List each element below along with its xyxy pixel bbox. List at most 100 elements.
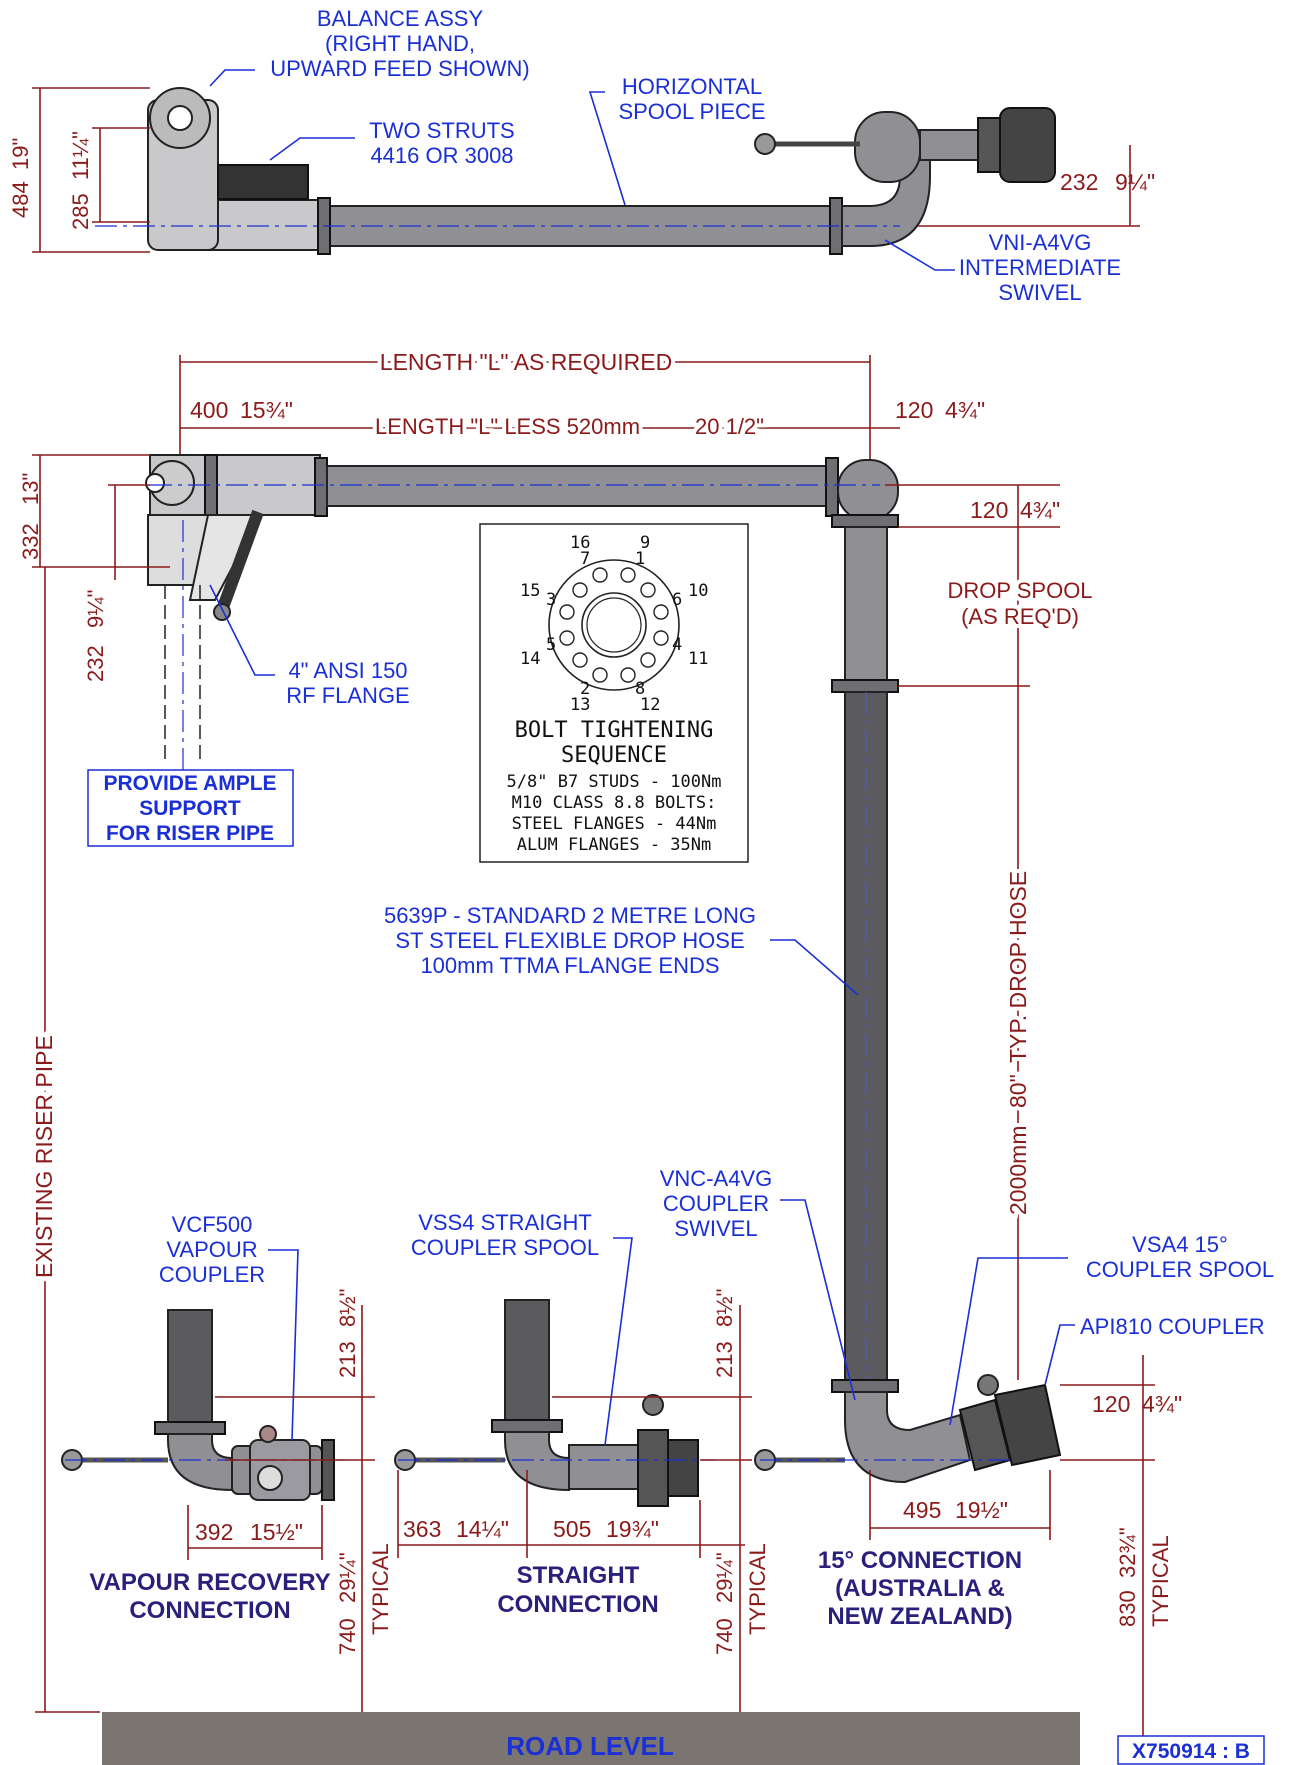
bolt-title-line2: SEQUENCE <box>561 743 667 768</box>
vapour-hose <box>167 1309 213 1426</box>
drop-hose-typ: TYP. DROP HOSE <box>1005 871 1031 1063</box>
dim-363: 363 <box>403 1516 441 1542</box>
straight-title-line1: STRAIGHT <box>517 1562 640 1589</box>
typical-a: TYPICAL <box>368 1543 393 1635</box>
dim-120-c: 120 <box>1092 1391 1130 1417</box>
length-less-label: LENGTH "L" LESS 520mm <box>375 414 640 439</box>
flange-label-line1: 4" ANSI 150 <box>288 658 407 683</box>
dim-232-side: 232 <box>83 645 108 682</box>
horizontal-spool-line2: SPOOL PIECE <box>618 99 765 124</box>
dim-484-in: 19" <box>8 138 33 170</box>
dim-400-in: 15¾" <box>240 397 293 423</box>
length-l-label: LENGTH "L" AS REQUIRED <box>380 349 672 375</box>
bolt-inner-7: 7 <box>580 549 590 569</box>
dim-392: 392 <box>195 1519 233 1545</box>
vni-swivel-line3: SWIVEL <box>998 280 1081 305</box>
dim-120-a-in: 4¾" <box>945 397 985 423</box>
balance-assy-line3: UPWARD FEED SHOWN) <box>270 56 530 81</box>
drop-spool-line1: DROP SPOOL <box>947 578 1092 603</box>
dim-213-b-in: 8½" <box>712 1289 737 1327</box>
length-less-in: 20 1/2" <box>695 414 764 439</box>
bolt-inner-2: 2 <box>580 679 590 699</box>
dim-213-a-in: 8½" <box>335 1289 360 1327</box>
struts <box>217 164 309 200</box>
vss4-spool <box>568 1444 640 1490</box>
dim-363-in: 14¼" <box>456 1516 509 1542</box>
bolt-title-line1: BOLT TIGHTENING <box>515 718 714 743</box>
top-view: 484 19" 285 11¼" 232 9¼" BALANCE ASSY (R… <box>8 6 1155 305</box>
vss4-line1: VSS4 STRAIGHT <box>418 1210 592 1235</box>
typical-c: TYPICAL <box>1148 1535 1173 1627</box>
bolt-inner-5: 5 <box>546 635 556 655</box>
dim-332: 332 <box>18 523 43 560</box>
road-level-label: ROAD LEVEL <box>506 1731 674 1761</box>
api810-coupler-body <box>993 1383 1062 1467</box>
bolt-outer-10: 10 <box>688 581 708 601</box>
dim-392-in: 15½" <box>250 1519 303 1545</box>
dim-495-in: 19½" <box>955 1497 1008 1523</box>
bolt-outer-11: 11 <box>688 649 708 669</box>
vsa4-line2: COUPLER SPOOL <box>1086 1257 1274 1282</box>
dim-740-b-in: 29¼" <box>712 1552 737 1603</box>
dim-830-in: 32¾" <box>1115 1527 1140 1578</box>
vcf500-line1: VCF500 <box>172 1212 253 1237</box>
drop-hose-dim-in: 80" <box>1005 1074 1031 1108</box>
vni-swivel-line2: INTERMEDIATE <box>959 255 1121 280</box>
side-horizontal-pipe <box>326 465 833 507</box>
dim-285: 285 <box>68 193 93 230</box>
drop-hose-label-line1: 5639P - STANDARD 2 METRE LONG <box>384 903 756 928</box>
vcf500-line3: COUPLER <box>159 1262 265 1287</box>
vcf500-line2: VAPOUR <box>166 1237 257 1262</box>
vnc-line1: VNC-A4VG <box>660 1166 772 1191</box>
drop-hose-label-line3: 100mm TTMA FLANGE ENDS <box>420 953 719 978</box>
support-note-line1: PROVIDE AMPLE <box>103 772 276 795</box>
vapour-connection: VCF500 VAPOUR COUPLER 392 15½" 213 8½" 7… <box>61 1212 393 1740</box>
two-struts-line2: 4416 OR 3008 <box>370 143 513 168</box>
vnc-line2: COUPLER <box>663 1191 769 1216</box>
vsa4-line1: VSA4 15° <box>1132 1232 1228 1257</box>
dim-120-a: 120 <box>895 397 933 423</box>
bolt-inner-1: 1 <box>635 549 645 569</box>
fifteen-title-line2: (AUSTRALIA & <box>835 1575 1005 1602</box>
dim-495: 495 <box>903 1497 941 1523</box>
horizontal-spool-line1: HORIZONTAL <box>622 74 762 99</box>
straight-hose <box>504 1299 550 1423</box>
dim-232-side-in: 9¼" <box>83 590 108 628</box>
top-coupler <box>999 107 1056 183</box>
road-surface <box>102 1712 1080 1765</box>
drawing-number: X750914 : B <box>1132 1740 1250 1763</box>
side-view: LENGTH "L" AS REQUIRED 400 15¾" LENGTH "… <box>18 345 1097 1713</box>
balance-assy-line2: (RIGHT HAND, <box>325 31 475 56</box>
drop-hose-dim: 2000mm <box>1005 1126 1031 1215</box>
drop-spool-line2: (AS REQ'D) <box>961 604 1079 629</box>
straight-title-line2: CONNECTION <box>497 1591 658 1618</box>
api810-label: API810 COUPLER <box>1080 1314 1265 1339</box>
support-note-line2: SUPPORT <box>139 797 241 820</box>
bolt-outer-15: 15 <box>520 581 540 601</box>
vnc-line3: SWIVEL <box>674 1216 757 1241</box>
balance-assy-line1: BALANCE ASSY <box>317 6 484 31</box>
dim-740-a-in: 29¼" <box>335 1552 360 1603</box>
dim-232-top-in: 9¼" <box>1115 169 1155 195</box>
straight-connection: VSS4 STRAIGHT COUPLER SPOOL 363 14¼" 505… <box>394 1210 770 1740</box>
drop-spool <box>844 526 888 683</box>
bolt-note-2: M10 CLASS 8.8 BOLTS: <box>512 793 717 813</box>
dim-505-in: 19¾" <box>606 1516 659 1542</box>
drawing-no-box <box>1117 1735 1265 1765</box>
bolt-note-3: STEEL FLANGES - 44Nm <box>512 814 717 834</box>
riser-label: EXISTING RISER PIPE <box>31 1035 57 1278</box>
dim-740-a: 740 <box>335 1618 360 1655</box>
dim-740-b: 740 <box>712 1618 737 1655</box>
dim-484: 484 <box>8 181 33 218</box>
vss4-line2: COUPLER SPOOL <box>411 1235 599 1260</box>
bolt-inner-6: 6 <box>672 590 682 610</box>
dim-830: 830 <box>1115 1590 1140 1627</box>
vapour-title-line2: CONNECTION <box>129 1597 290 1624</box>
bolt-tightening-box: 16 9 15 10 14 11 13 12 7 1 3 6 5 4 2 8 B… <box>479 523 749 863</box>
dim-213-a: 213 <box>335 1341 360 1378</box>
dim-400: 400 <box>190 397 228 423</box>
fifteen-degree-connection: VNC-A4VG COUPLER SWIVEL VSA4 15° COUPLER… <box>660 1166 1274 1740</box>
vnc-swivel-elbow <box>844 1391 972 1484</box>
fifteen-title-line3: NEW ZEALAND) <box>827 1603 1012 1630</box>
bolt-outer-13: 13 <box>570 695 590 715</box>
